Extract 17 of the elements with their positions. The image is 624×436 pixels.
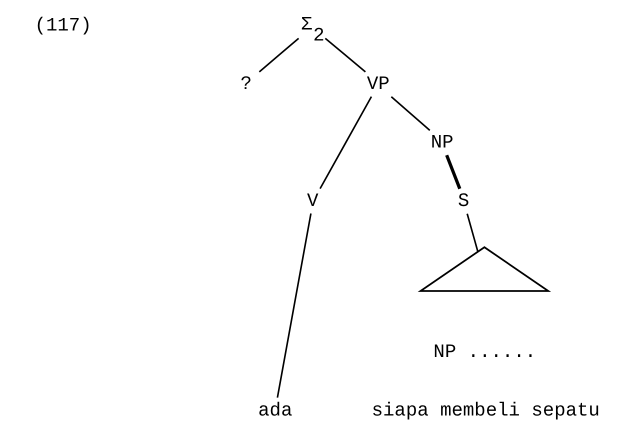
node-text: S [457,190,469,212]
node-triangle [417,246,551,292]
node-text: NP [430,132,454,154]
node-text: V [306,190,318,212]
connector [444,154,461,190]
label: siapa membeli sepatu [371,399,600,422]
node-text: VP [366,73,390,96]
label: (117) [34,14,92,37]
connector [318,96,372,189]
node-text: ada [258,399,292,422]
node-label: NP ...... [432,340,536,363]
connector [466,214,478,252]
node-text: ? [240,73,252,96]
connector [276,213,312,398]
connector [390,96,430,131]
connector [324,38,366,73]
connector [258,38,299,73]
